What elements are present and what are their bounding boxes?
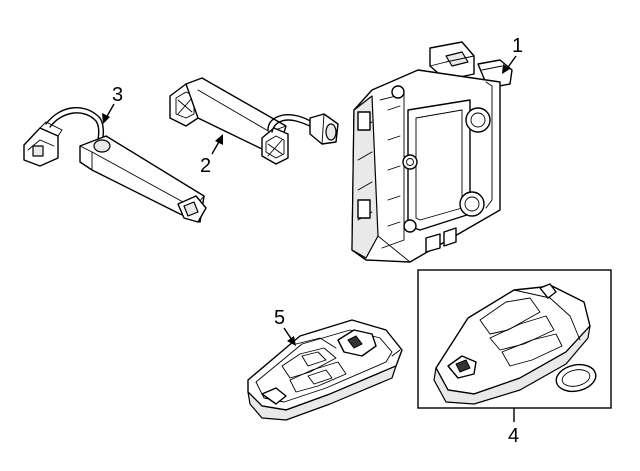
callout-4-label: 4 xyxy=(508,425,519,447)
part-1-control-module[interactable] xyxy=(351,41,513,263)
part-3-antenna-harness[interactable] xyxy=(23,106,207,223)
callout-2-label: 2 xyxy=(200,155,211,177)
part-4-key-kit[interactable] xyxy=(417,269,612,409)
callout-1-label: 1 xyxy=(512,35,523,57)
part-2-antenna[interactable] xyxy=(169,77,339,165)
callout-3-label: 3 xyxy=(112,84,123,106)
part-5-key-fob[interactable] xyxy=(247,319,403,421)
callout-5: 5 xyxy=(274,307,296,346)
callout-1: 1 xyxy=(502,35,523,74)
callout-5-label: 5 xyxy=(274,307,285,329)
callout-4: 4 xyxy=(508,408,519,447)
callout-3: 3 xyxy=(102,84,123,124)
callout-2: 2 xyxy=(200,134,223,177)
